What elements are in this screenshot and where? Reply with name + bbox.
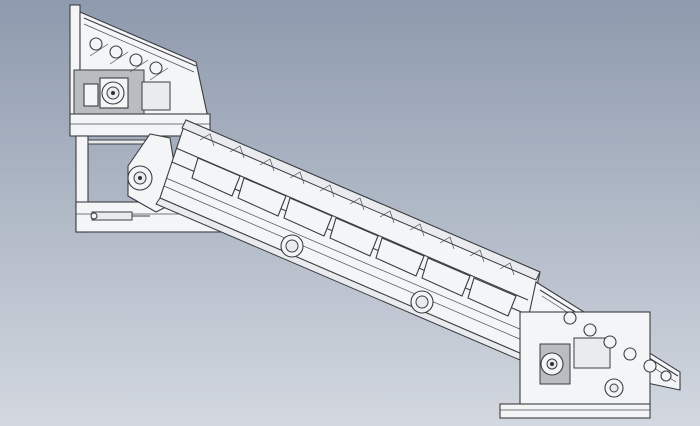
main-inclined-conveyor (155, 119, 541, 361)
discharge-unit (499, 281, 681, 419)
upper-feed-unit (69, 4, 211, 137)
inspection-port-1 (280, 234, 304, 258)
beam-top-flights (199, 133, 515, 276)
inspection-port-2 (410, 290, 434, 314)
upper-roller-group (89, 37, 169, 81)
lower-roller-group (563, 311, 672, 382)
beam-segment-plates (191, 157, 517, 317)
